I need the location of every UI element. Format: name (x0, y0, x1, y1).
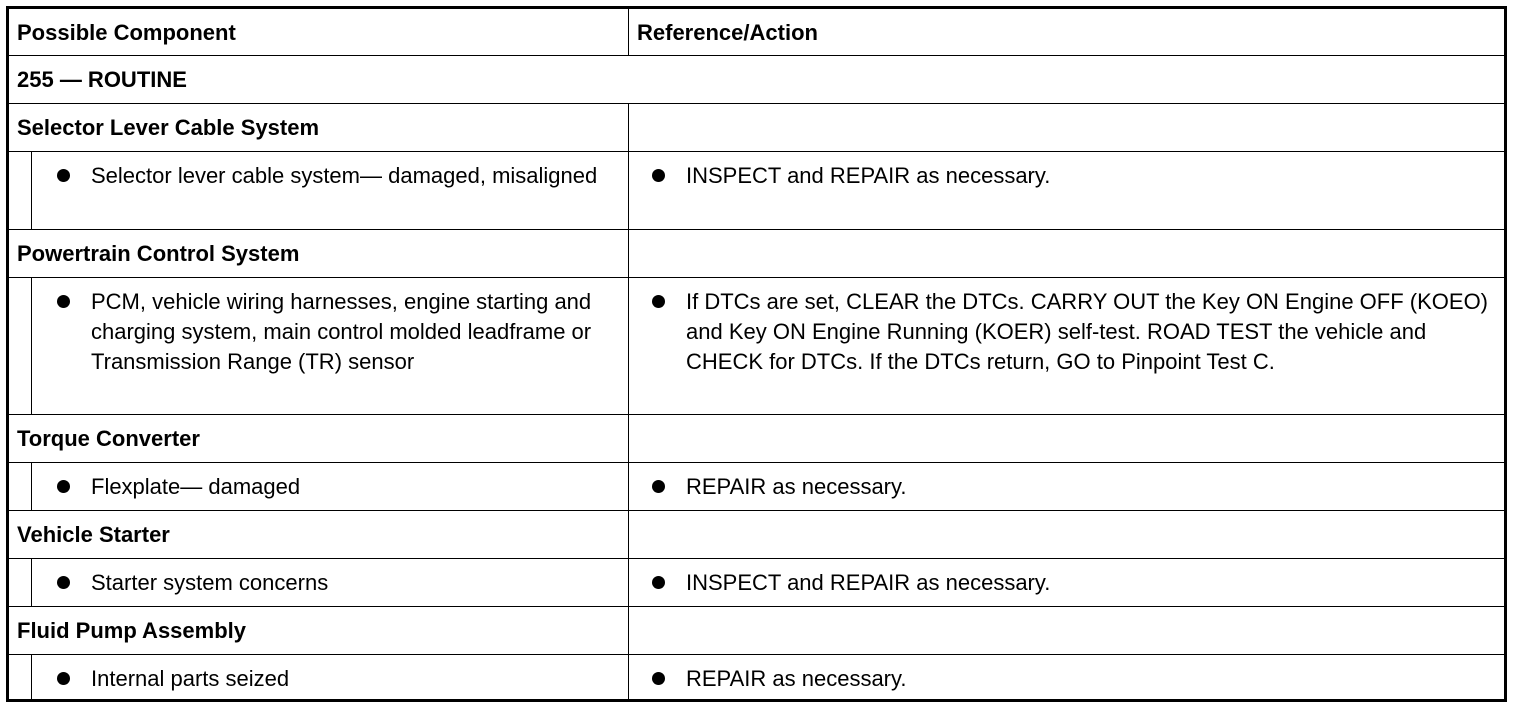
group-title: Selector Lever Cable System (9, 104, 629, 152)
group-title-empty-cell (629, 607, 1504, 655)
group-title: Powertrain Control System (9, 230, 629, 278)
component-item: PCM, vehicle wiring harnesses, engine st… (9, 278, 629, 415)
group-title: Torque Converter (9, 415, 629, 463)
bullet-icon (652, 672, 665, 685)
bullet-icon (652, 576, 665, 589)
bullet-icon (57, 295, 70, 308)
diagnostic-table: Possible Component Reference/Action 255 … (6, 6, 1507, 702)
group-title: Fluid Pump Assembly (9, 607, 629, 655)
indent-rule (31, 278, 32, 414)
action-item: INSPECT and REPAIR as necessary. (629, 152, 1504, 230)
bullet-icon (57, 672, 70, 685)
component-text: PCM, vehicle wiring harnesses, engine st… (91, 289, 592, 374)
action-text: REPAIR as necessary. (686, 666, 907, 691)
bullet-icon (57, 480, 70, 493)
action-item: If DTCs are set, CLEAR the DTCs. CARRY O… (629, 278, 1504, 415)
component-item: Flexplate— damaged (9, 463, 629, 511)
group-title-empty-cell (629, 415, 1504, 463)
column-header-action: Reference/Action (629, 9, 1504, 56)
group-title: Vehicle Starter (9, 511, 629, 559)
component-item: Selector lever cable system— damaged, mi… (9, 152, 629, 230)
bullet-icon (652, 480, 665, 493)
indent-rule (31, 152, 32, 229)
action-item: REPAIR as necessary. (629, 463, 1504, 511)
bullet-icon (57, 169, 70, 182)
action-text: INSPECT and REPAIR as necessary. (686, 163, 1051, 188)
component-item: Starter system concerns (9, 559, 629, 607)
action-text: REPAIR as necessary. (686, 474, 907, 499)
bullet-icon (652, 169, 665, 182)
group-title-empty-cell (629, 511, 1504, 559)
component-text: Selector lever cable system— damaged, mi… (91, 163, 598, 188)
indent-rule (31, 463, 32, 510)
action-item: INSPECT and REPAIR as necessary. (629, 559, 1504, 607)
bullet-icon (652, 295, 665, 308)
group-title-empty-cell (629, 104, 1504, 152)
component-item: Internal parts seized (9, 655, 629, 701)
action-text: INSPECT and REPAIR as necessary. (686, 570, 1051, 595)
group-title-empty-cell (629, 230, 1504, 278)
indent-rule (31, 559, 32, 606)
action-text: If DTCs are set, CLEAR the DTCs. CARRY O… (686, 289, 1489, 374)
indent-rule (31, 655, 32, 701)
section-title: 255 — ROUTINE (9, 56, 1504, 104)
component-text: Flexplate— damaged (91, 474, 301, 499)
bullet-icon (57, 576, 70, 589)
action-item: REPAIR as necessary. (629, 655, 1504, 701)
column-header-component: Possible Component (9, 9, 629, 56)
component-text: Starter system concerns (91, 570, 329, 595)
component-text: Internal parts seized (91, 666, 290, 691)
